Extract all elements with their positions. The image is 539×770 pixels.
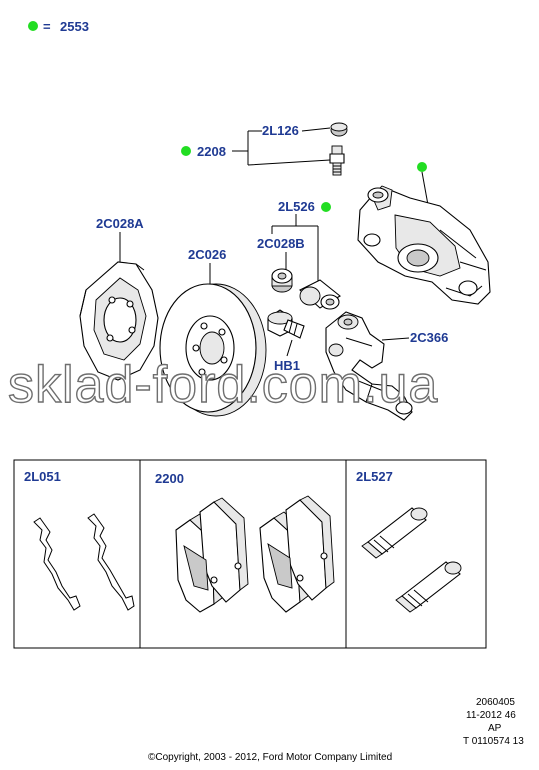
caliper-marker-icon (417, 162, 427, 172)
label-2200[interactable]: 2200 (155, 471, 184, 486)
brake-caliper-part[interactable] (357, 185, 491, 305)
leader-2C366 (381, 337, 410, 341)
guide-kit-marker-icon (321, 202, 331, 212)
watermark-text: sklad-ford.com.ua (8, 356, 438, 414)
label-2208[interactable]: 2208 (197, 144, 226, 159)
legend-marker-icon (28, 21, 38, 31)
dust-cap-part[interactable] (330, 122, 348, 137)
leader-HB1 (286, 339, 293, 357)
leader-caliper (421, 171, 429, 206)
label-2C026[interactable]: 2C026 (188, 247, 226, 262)
label-2C366[interactable]: 2C366 (410, 330, 448, 345)
box-2L051 (13, 459, 141, 649)
box-2L527 (345, 459, 487, 649)
footer-ref-3: AP (488, 723, 502, 734)
label-2L527[interactable]: 2L527 (356, 469, 393, 484)
splash-shield-part[interactable] (79, 261, 159, 381)
brake-pads-part[interactable] (175, 495, 335, 613)
mounting-bolt-part[interactable] (267, 309, 305, 339)
guide-pin-set-part[interactable] (361, 507, 462, 613)
label-2L126[interactable]: 2L126 (262, 123, 299, 138)
green-marker-icon (181, 146, 191, 156)
legend-code: 2553 (60, 19, 89, 34)
leader-2208 (232, 127, 331, 166)
anchor-bracket-part[interactable] (325, 311, 413, 421)
footer-ref-4: T 0110574 13 (463, 736, 524, 747)
footer-ref-1: 2060405 (476, 697, 515, 708)
label-HB1[interactable]: HB1 (274, 358, 300, 373)
leader-2L526 (271, 214, 319, 284)
copyright-text: ©Copyright, 2003 - 2012, Ford Motor Comp… (148, 752, 392, 763)
brake-disc-part[interactable] (159, 283, 267, 417)
label-2L526[interactable]: 2L526 (278, 199, 315, 214)
label-2C028A[interactable]: 2C028A (96, 216, 144, 231)
guide-sleeve-part[interactable] (299, 279, 341, 310)
legend-equals: = (43, 19, 51, 34)
bleed-screw-part[interactable] (329, 145, 345, 176)
label-2L051[interactable]: 2L051 (24, 469, 61, 484)
label-2C028B[interactable]: 2C028B (257, 236, 305, 251)
guide-bush-part[interactable] (271, 268, 293, 293)
spring-clip-part[interactable] (33, 513, 135, 611)
footer-ref-2: 11-2012 46 (466, 710, 516, 721)
